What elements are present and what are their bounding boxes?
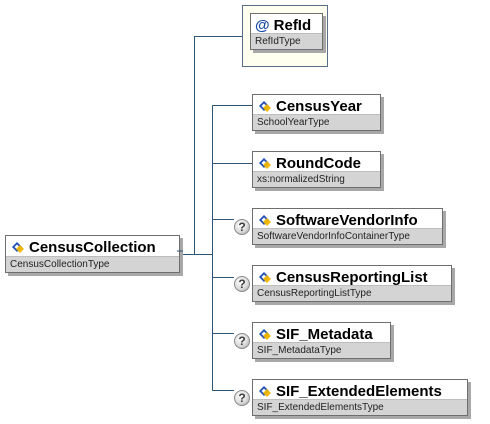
element-diamond-icon <box>259 386 271 397</box>
element-sif-extendedelements[interactable]: SIF_ExtendedElements SIF_ExtendedElement… <box>252 379 471 419</box>
element-censusreportinglist[interactable]: CensusReportingList CensusReportingListT… <box>252 265 455 305</box>
root-element-censuscollection[interactable]: CensusCollection CensusCollectionType <box>5 235 183 277</box>
element-type: SIF_ExtendedElementsType <box>253 399 467 415</box>
attribute-type: RefIdType <box>251 33 322 49</box>
element-sif-metadata[interactable]: SIF_Metadata SIF_MetadataType <box>252 322 394 362</box>
element-censusyear[interactable]: CensusYear SchoolYearType <box>252 94 384 134</box>
element-type: SchoolYearType <box>253 114 380 130</box>
element-roundcode[interactable]: RoundCode xs:normalizedString <box>252 151 384 191</box>
element-type: CensusReportingListType <box>253 285 451 301</box>
element-name: RoundCode <box>276 154 361 172</box>
attribute-refid[interactable]: @ RefId RefIdType <box>250 13 326 53</box>
question-mark-icon: ? <box>234 276 250 292</box>
element-diamond-icon <box>12 242 24 253</box>
root-type: CensusCollectionType <box>6 256 179 272</box>
element-type: SIF_MetadataType <box>253 342 390 358</box>
element-name: CensusYear <box>276 97 362 115</box>
element-type: SoftwareVendorInfoContainerType <box>253 228 442 244</box>
element-diamond-icon <box>259 215 271 226</box>
element-diamond-icon <box>259 101 271 112</box>
element-name: SoftwareVendorInfo <box>276 211 418 229</box>
element-diamond-icon <box>259 158 271 169</box>
sequence-compositor-icon <box>177 250 183 252</box>
element-name: SIF_ExtendedElements <box>276 382 442 400</box>
element-name: CensusReportingList <box>276 268 428 286</box>
question-mark-icon: ? <box>234 333 250 349</box>
element-type: xs:normalizedString <box>253 171 380 187</box>
at-sign-icon: @ <box>255 16 270 34</box>
attribute-name: RefId <box>273 16 312 34</box>
element-diamond-icon <box>259 329 271 340</box>
element-name: SIF_Metadata <box>276 325 373 343</box>
question-mark-icon: ? <box>234 390 250 406</box>
element-diamond-icon <box>259 272 271 283</box>
root-name: CensusCollection <box>29 238 156 256</box>
question-mark-icon: ? <box>234 219 250 235</box>
element-softwarevendorinfo[interactable]: SoftwareVendorInfo SoftwareVendorInfoCon… <box>252 208 446 248</box>
